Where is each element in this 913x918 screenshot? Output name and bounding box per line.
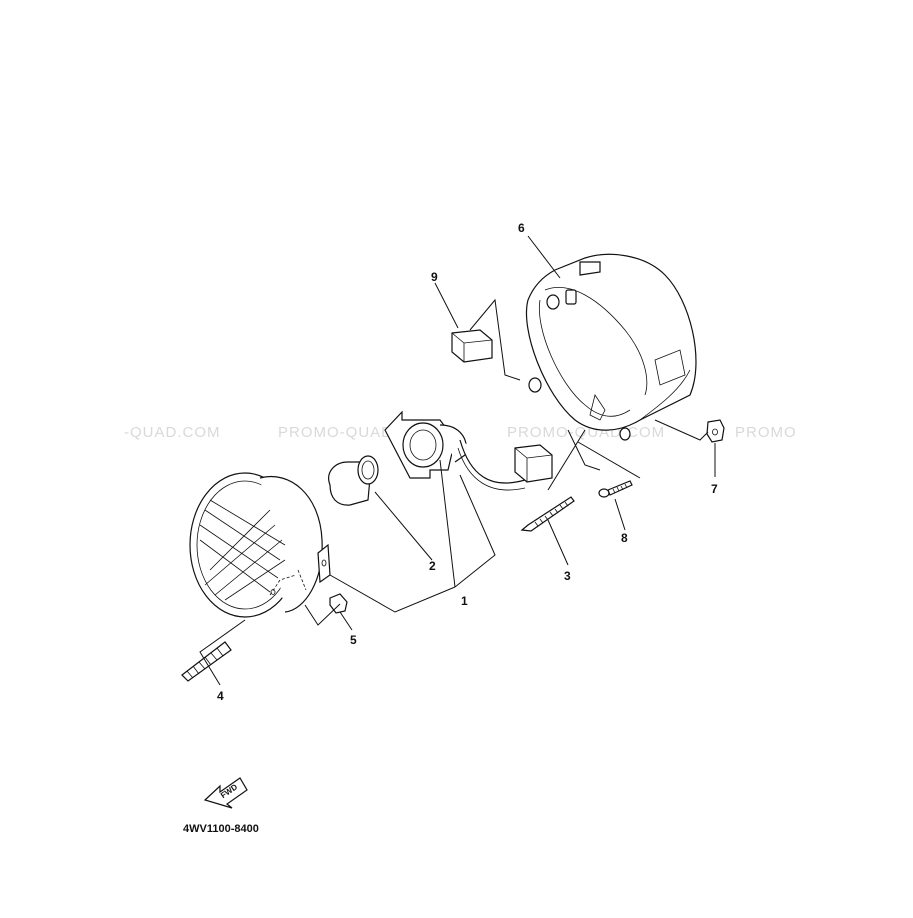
watermark-4: PROMO [735, 424, 797, 441]
headlight-bulb [328, 455, 379, 506]
bulb-socket [384, 410, 553, 491]
fwd-arrow-icon: FWD [203, 777, 248, 809]
callout-7: 7 [711, 482, 718, 496]
callout-9: 9 [431, 270, 438, 284]
long-screw [520, 496, 575, 532]
callout-6: 6 [518, 221, 525, 235]
leader-lines [199, 235, 716, 686]
callout-3: 3 [564, 569, 571, 583]
diagram-code: 4WV1100-8400 [183, 823, 259, 835]
callout-2: 2 [429, 559, 436, 573]
callout-8: 8 [621, 531, 628, 545]
callout-1: 1 [461, 594, 468, 608]
callout-4: 4 [217, 689, 224, 703]
housing-screw [598, 480, 633, 498]
headlight-lens-unit [189, 472, 331, 618]
adjusting-screw [181, 641, 232, 682]
lens-nut [329, 593, 348, 614]
callouts: 1 2 3 4 5 6 7 8 9 [217, 221, 718, 703]
clip-nut [706, 419, 725, 443]
callout-5: 5 [350, 633, 357, 647]
watermark-1: -QUAD.COM [124, 424, 221, 441]
rubber-pad [451, 329, 493, 363]
headlight-housing [526, 253, 697, 441]
